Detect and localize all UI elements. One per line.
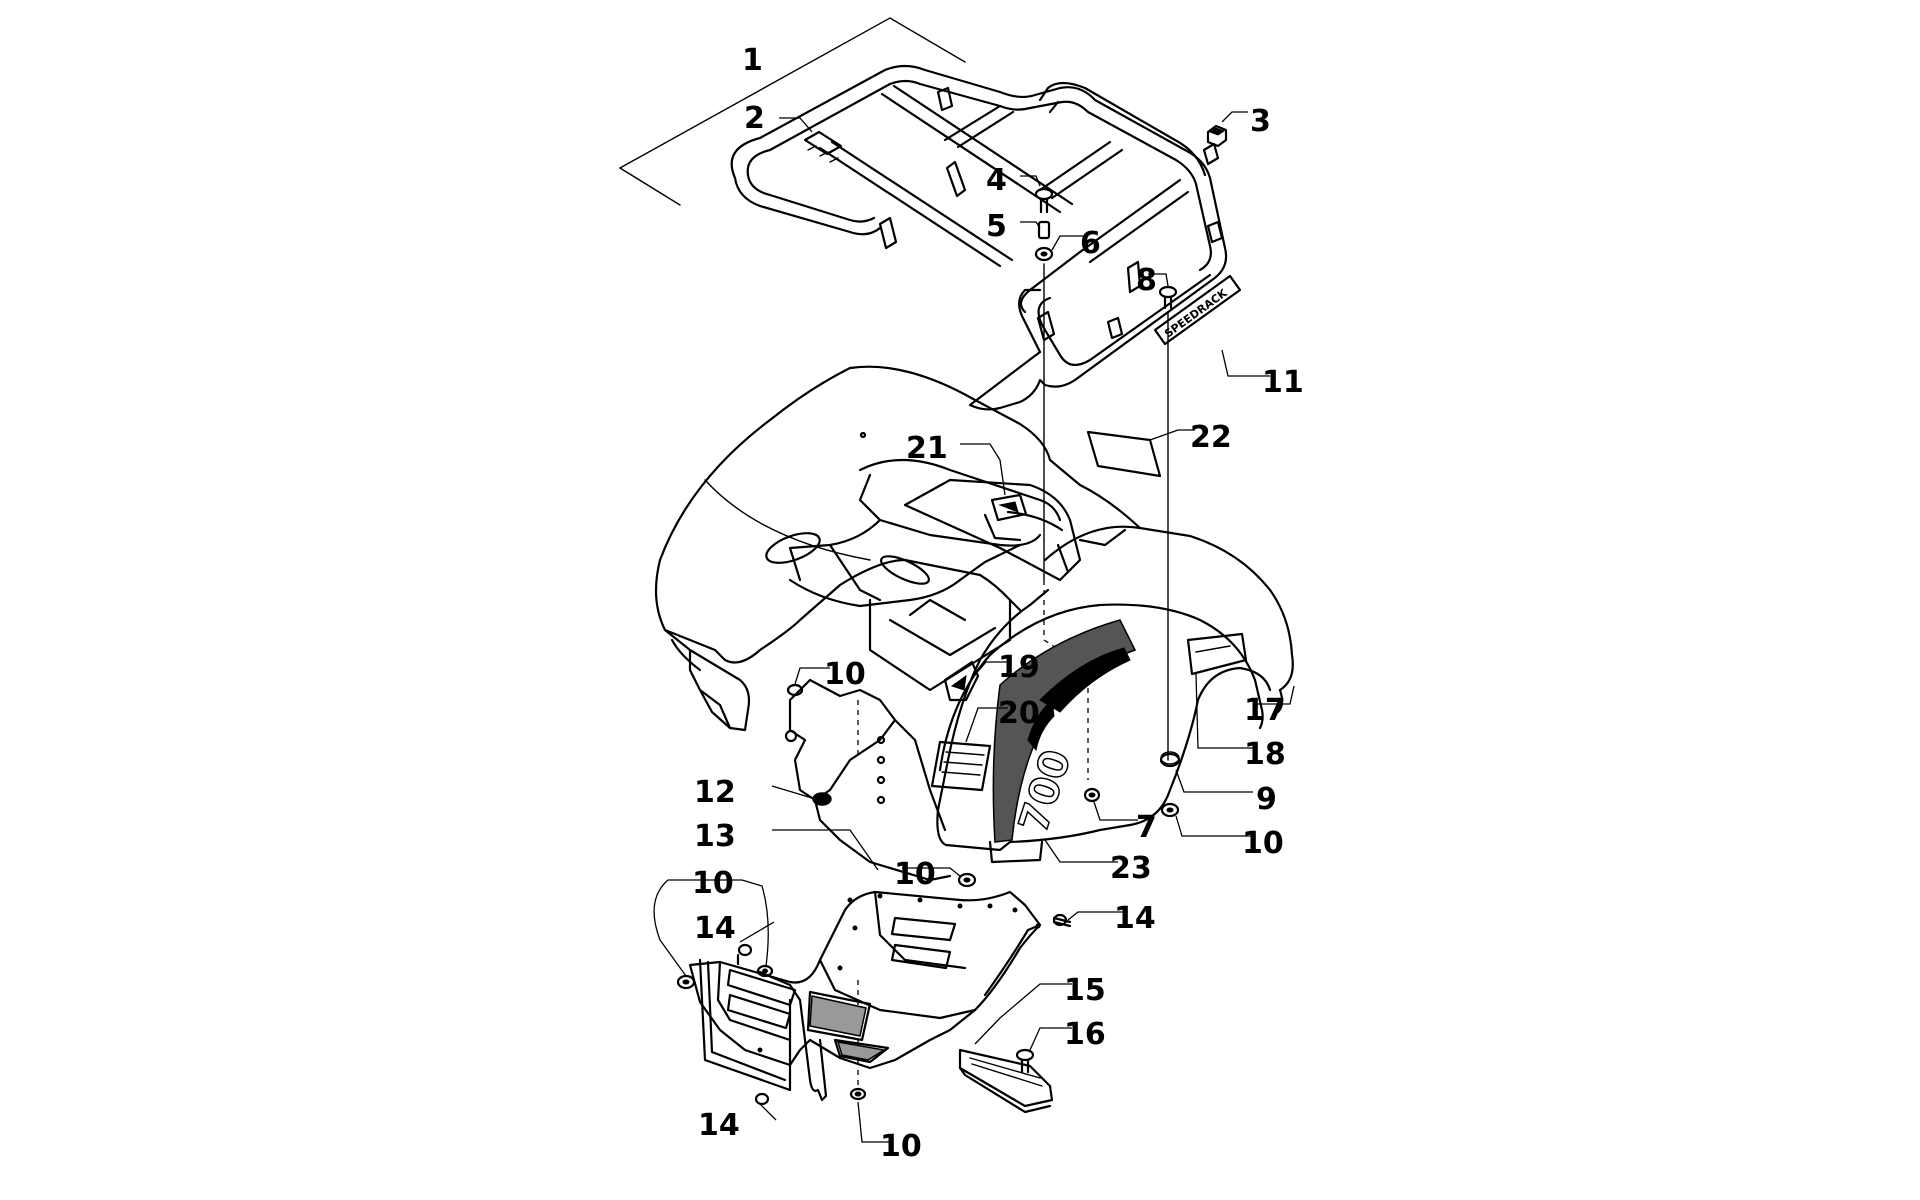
decal-18[interactable] bbox=[1186, 632, 1248, 676]
spacer-5[interactable] bbox=[1037, 220, 1051, 240]
callout-2: 2 bbox=[744, 101, 765, 136]
callout-14b: 14 bbox=[694, 911, 736, 946]
callout-7: 7 bbox=[1136, 810, 1157, 845]
warning-label-20[interactable] bbox=[930, 740, 992, 792]
bolt-16[interactable] bbox=[1015, 1048, 1035, 1074]
decal-22[interactable] bbox=[1086, 429, 1179, 478]
washer-12[interactable] bbox=[812, 792, 832, 806]
leader-lines bbox=[653, 111, 1295, 1143]
screw-14c[interactable] bbox=[754, 1092, 770, 1106]
callout-17: 17 bbox=[1244, 693, 1286, 728]
push-rivet-10a[interactable] bbox=[786, 683, 804, 697]
bolt-8[interactable] bbox=[1158, 285, 1178, 310]
nut-7[interactable] bbox=[1083, 787, 1101, 803]
locknut-6[interactable] bbox=[1034, 246, 1054, 262]
footrest-15[interactable] bbox=[958, 1048, 1054, 1114]
callout-22: 22 bbox=[1190, 420, 1232, 455]
push-rivet-10d[interactable] bbox=[676, 974, 696, 990]
callout-15: 15 bbox=[1064, 973, 1106, 1008]
callout-13: 13 bbox=[694, 819, 736, 854]
rack-push-rivet[interactable] bbox=[1206, 124, 1228, 148]
washer-9[interactable] bbox=[1159, 751, 1181, 768]
callout-10e: 10 bbox=[880, 1129, 922, 1164]
footwell-13[interactable] bbox=[688, 890, 1042, 1102]
callout-8: 8 bbox=[1136, 263, 1157, 298]
callout-23: 23 bbox=[1110, 851, 1152, 886]
callout-20: 20 bbox=[998, 696, 1040, 731]
callout-21: 21 bbox=[906, 431, 948, 466]
callout-19: 19 bbox=[998, 650, 1040, 685]
assembly-bracket bbox=[619, 17, 966, 206]
callout-10d: 10 bbox=[692, 866, 734, 901]
callout-14c: 14 bbox=[698, 1108, 740, 1143]
callout-14a: 14 bbox=[1114, 901, 1156, 936]
push-rivet-10b[interactable] bbox=[1160, 802, 1180, 818]
screw-14a[interactable] bbox=[1052, 913, 1072, 928]
callout-16: 16 bbox=[1064, 1017, 1106, 1052]
callout-18: 18 bbox=[1244, 737, 1286, 772]
callouts: 1 2 3 4 5 6 7 8 9 10 10 10 10 10 11 12 1… bbox=[692, 43, 1304, 1164]
callout-4: 4 bbox=[986, 163, 1007, 198]
reflector-19[interactable] bbox=[943, 660, 980, 702]
callout-10a: 10 bbox=[824, 657, 866, 692]
callout-1: 1 bbox=[742, 43, 763, 78]
callout-6: 6 bbox=[1080, 226, 1101, 261]
push-rivet-10e[interactable] bbox=[849, 1087, 867, 1101]
push-rivet-10f[interactable] bbox=[756, 964, 774, 978]
callout-3: 3 bbox=[1250, 104, 1271, 139]
label-21[interactable] bbox=[990, 493, 1028, 522]
screw-14b[interactable] bbox=[736, 943, 753, 966]
callout-12: 12 bbox=[694, 775, 736, 810]
rack-decal-text: SPEEDRACK bbox=[1162, 286, 1230, 340]
callout-10b: 10 bbox=[1242, 826, 1284, 861]
callout-10c: 10 bbox=[894, 857, 936, 892]
callout-11: 11 bbox=[1262, 365, 1304, 400]
callout-9: 9 bbox=[1256, 782, 1277, 817]
push-rivet-10c[interactable] bbox=[957, 872, 977, 888]
bolt-4[interactable] bbox=[1034, 187, 1054, 214]
callout-5: 5 bbox=[986, 209, 1007, 244]
